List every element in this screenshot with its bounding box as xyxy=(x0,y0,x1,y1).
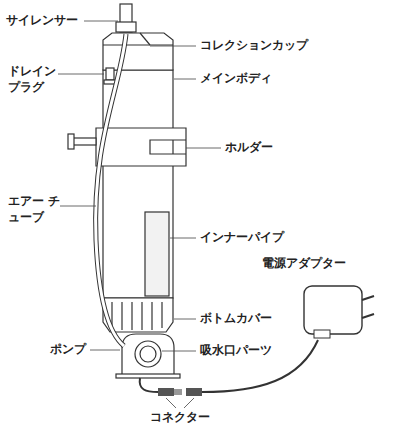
thumb-screw xyxy=(72,138,96,145)
part-label: メインボディ xyxy=(200,71,272,87)
air-tube xyxy=(96,34,126,346)
pump-cable xyxy=(140,378,158,392)
part-label: エアー チューブ xyxy=(8,194,63,225)
part-label: ボトムカバー xyxy=(200,311,272,327)
part-label: サイレンサー xyxy=(6,13,78,29)
power-adapter xyxy=(304,286,362,334)
part-label: 電源アダプター xyxy=(262,256,346,272)
drain-plug xyxy=(106,68,114,80)
bottom-cover xyxy=(103,298,173,332)
part-label: コネクター xyxy=(150,410,210,426)
part-label: ホルダー xyxy=(225,140,273,156)
connector-plug xyxy=(158,388,174,396)
part-label: ドレイン プラグ xyxy=(8,64,63,95)
part-label: インナーパイプ xyxy=(200,230,284,246)
intake-part xyxy=(135,341,161,367)
part-label: ポンプ xyxy=(50,342,86,358)
part-label: 吸水口パーツ xyxy=(200,343,272,359)
pump xyxy=(122,334,174,376)
collection-cup xyxy=(103,33,173,70)
part-label: コレクションカップ xyxy=(200,38,308,54)
holder-clamp xyxy=(96,128,186,166)
inner-pipe xyxy=(145,212,169,296)
connector-jack xyxy=(186,388,202,396)
screw-knob xyxy=(68,134,74,149)
